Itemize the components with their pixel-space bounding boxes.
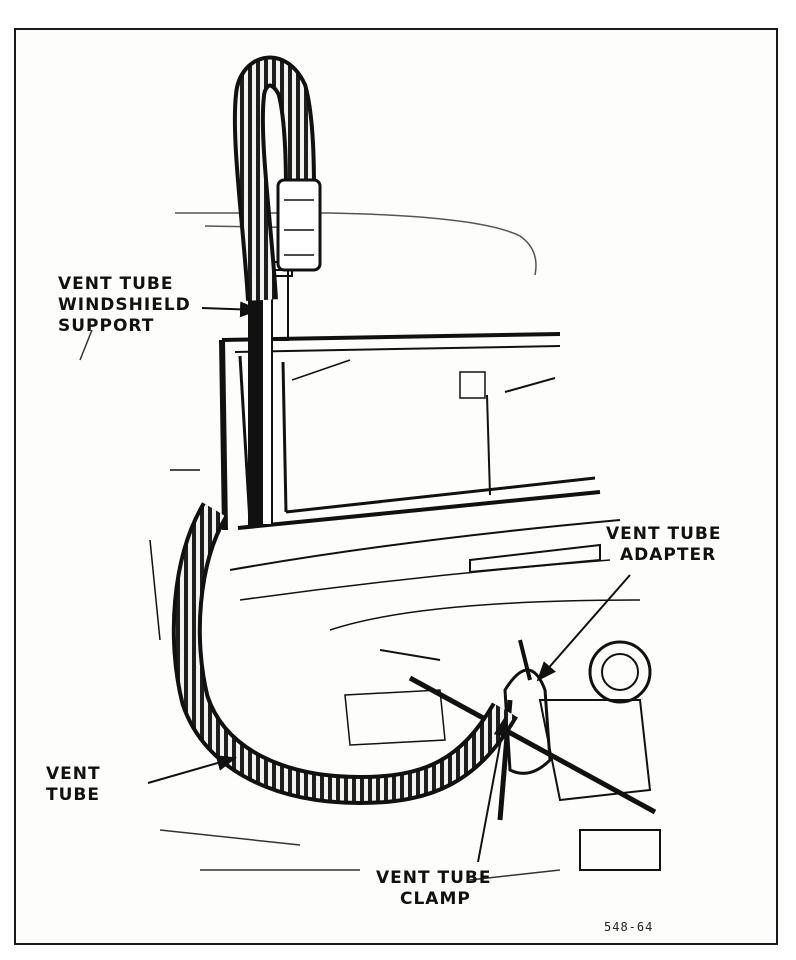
clamp-leader — [477, 716, 510, 863]
engine-components — [344, 639, 661, 871]
callout-line: SUPPORT — [58, 316, 155, 336]
windshield-frame — [219, 332, 601, 531]
upper-vent-tube — [232, 55, 322, 301]
callout-clamp: VENT TUBE CLAMP — [376, 868, 491, 910]
callout-leaders — [147, 301, 631, 863]
cab-roof-outline — [175, 212, 537, 276]
callout-line: VENT TUBE — [376, 868, 492, 888]
callout-line: VENT TUBE — [606, 524, 722, 544]
callout-line: VENT — [46, 764, 101, 784]
callout-line: VENT TUBE — [58, 274, 174, 294]
adapter-leader — [536, 574, 631, 682]
support-leader — [201, 301, 260, 318]
callout-vent-tube: VENT TUBE — [46, 764, 101, 806]
callout-line: WINDSHIELD — [58, 295, 191, 315]
callout-line: CLAMP — [400, 889, 471, 909]
callout-windshield-support: VENT TUBE WINDSHIELD SUPPORT — [58, 274, 191, 337]
breather-rod — [408, 675, 657, 815]
cowl-panel — [149, 469, 641, 641]
lower-vent-tube — [171, 502, 518, 806]
vent-tube-leader — [147, 755, 237, 784]
callout-line: ADAPTER — [620, 545, 717, 565]
sketch-lines — [79, 329, 561, 881]
callout-line: TUBE — [46, 785, 100, 805]
callout-adapter: VENT TUBE ADAPTER — [606, 524, 721, 566]
figure-number: 548-64 — [604, 920, 654, 934]
